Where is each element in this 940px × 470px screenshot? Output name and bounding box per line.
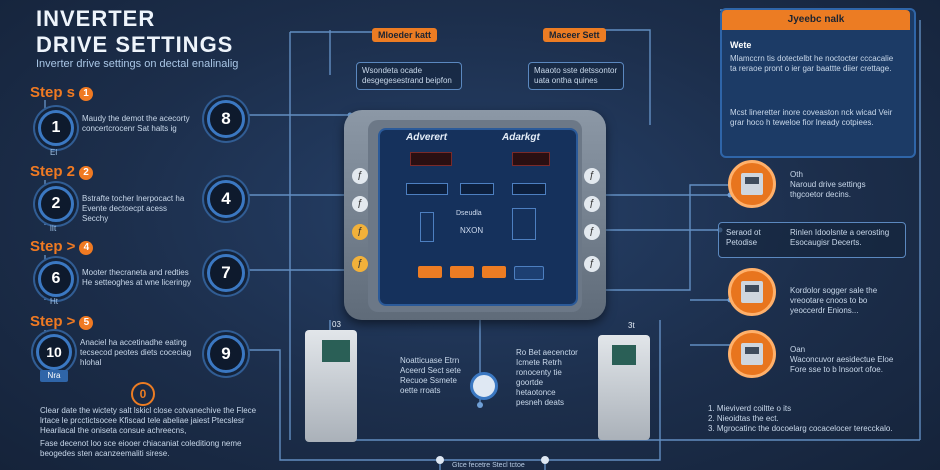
step-2-badge: 2 (79, 166, 94, 180)
bottom-left-note-paragraph-1: Clear date the wictety salt lskicl close… (40, 406, 257, 435)
small-label-right: 3t (628, 321, 635, 330)
panel-center-text: Dseudla (456, 210, 482, 217)
right-panel-text-1: Mlamccrn tis dotectelbt he noctocter ccc… (730, 54, 894, 73)
step-2-number-circle: 2 (38, 186, 74, 222)
mid-number-3: 7 (207, 254, 245, 292)
right-item-3-icon (728, 268, 776, 316)
inverter-brand-right: Adarkgt (502, 132, 540, 143)
mid-number-2: 4 (207, 180, 245, 218)
top-label-1-box: Wsondeta ocade desgegesestrand beipfon (356, 62, 462, 90)
bottom-center-desc-2: Ro Bet aecenctor Icmete Retrh ronocenty … (516, 348, 578, 407)
right-knob-2[interactable]: ƒ (584, 196, 600, 212)
step-1-number-circle: 1 (38, 110, 74, 146)
right-item-2-title: Seraod ot Petodise (726, 228, 761, 247)
left-knob-4[interactable]: ƒ (352, 256, 368, 272)
right-bottom-list: 1. Mieviverd coiltte o its 2. Nieoidtas … (708, 404, 918, 434)
bottom-left-note-paragraph-2: Fase decenot loo sce eiooer chiacaniat c… (40, 439, 242, 458)
inverter-brand-left: Adverert (406, 132, 448, 143)
display-right (512, 152, 550, 166)
top-label-2-tag: Maceer Sett (543, 28, 606, 42)
right-knob-3[interactable]: ƒ (584, 224, 600, 240)
bottom-footer: Gtce fecetre Stecl tctoe (452, 462, 525, 469)
right-info-panel (720, 8, 916, 158)
right-panel-text-2: Mcst lineretter inore coveaston nck wica… (730, 108, 893, 127)
top-label-1-tag: Mloeder katt (372, 28, 438, 42)
right-knob-1[interactable]: ƒ (584, 168, 600, 184)
right-item-3-desc: Kordolor sogger sale the vreootare cnoos… (790, 286, 878, 315)
mid-number-4: 9 (207, 335, 245, 373)
panel-button-4[interactable] (514, 266, 544, 280)
right-bottom-list-item: 1. Mieviverd coiltte o its (708, 404, 792, 413)
right-item-1-icon (728, 160, 776, 208)
bottom-center-node (470, 372, 498, 400)
panel-selector-right[interactable] (512, 208, 536, 240)
right-knob-4[interactable]: ƒ (584, 256, 600, 272)
step-3-label: Step >4 (30, 238, 94, 255)
step-4-label: Step >5 (30, 313, 94, 330)
panel-indicator-3 (512, 183, 546, 195)
right-bottom-list-item: 2. Nieoidtas the ect. (708, 414, 779, 423)
right-panel-title: Wete (730, 40, 752, 50)
left-knob-2[interactable]: ƒ (352, 196, 368, 212)
step-4-description: Anaciel ha accetinadhe eating tecsecod p… (80, 338, 192, 367)
right-item-4-icon (728, 330, 776, 378)
panel-indicator-1 (406, 183, 448, 195)
step-4-badge: 5 (79, 316, 94, 330)
step-3-badge: 4 (79, 241, 94, 255)
panel-button-3[interactable] (482, 266, 506, 278)
step-2-description: Bstrafte tocher lnerpocact ha Evente dec… (82, 194, 185, 223)
step-3-number-circle: 6 (38, 261, 74, 297)
right-bottom-list-item: 3. Mgrocatinc the docoelarg cocacelocer … (708, 424, 893, 433)
title-line-2: DRIVE SETTINGS (36, 32, 234, 57)
panel-center-text-2: NXON (460, 226, 484, 235)
panel-button-2[interactable] (450, 266, 474, 278)
small-drive-left-screen (322, 340, 350, 362)
right-item-2-box (718, 222, 906, 258)
panel-button-1[interactable] (418, 266, 442, 278)
step-4-tag: Nra (40, 370, 68, 382)
small-drive-right-screen (612, 345, 636, 365)
small-label-left: 03 (332, 320, 341, 329)
panel-indicator-2 (460, 183, 494, 195)
right-panel-header: Jyeebc nalk (722, 10, 910, 30)
panel-selector-left[interactable] (420, 212, 434, 242)
bottom-left-badge: 0 (131, 382, 155, 406)
left-knob-1[interactable]: ƒ (352, 168, 368, 184)
display-left (410, 152, 452, 166)
step-1-description: Maudy the demot the acecorty concertcroc… (82, 114, 190, 133)
page-subtitle: Inverter drive settings on dectal enalin… (36, 58, 239, 70)
mid-number-1: 8 (207, 100, 245, 138)
step-2-tag: lIt (50, 224, 57, 233)
step-1-badge: 1 (79, 87, 94, 101)
page-title: INVERTER DRIVE SETTINGS (36, 6, 233, 58)
step-3-description: Mooter thecraneta and redties He setteog… (82, 268, 191, 287)
step-4-number-circle: 10 (36, 334, 72, 370)
bottom-center-desc-1: Noatticuase Etrn Aceerd Sect sete Recuoe… (400, 356, 461, 395)
title-line-1: INVERTER (36, 6, 156, 31)
step-1-tag: El (50, 148, 58, 157)
bottom-left-note: Clear date the wictety salt lskicl close… (40, 406, 268, 459)
step-3-tag: Ht (50, 297, 58, 306)
top-label-2-box: Maaoto sste detssontor uata ontha quines (528, 62, 624, 90)
right-item-2-desc: Rinlen Idoolsnte a oerosting Esocaugisr … (790, 228, 890, 247)
left-knob-3[interactable]: ƒ (352, 224, 368, 240)
